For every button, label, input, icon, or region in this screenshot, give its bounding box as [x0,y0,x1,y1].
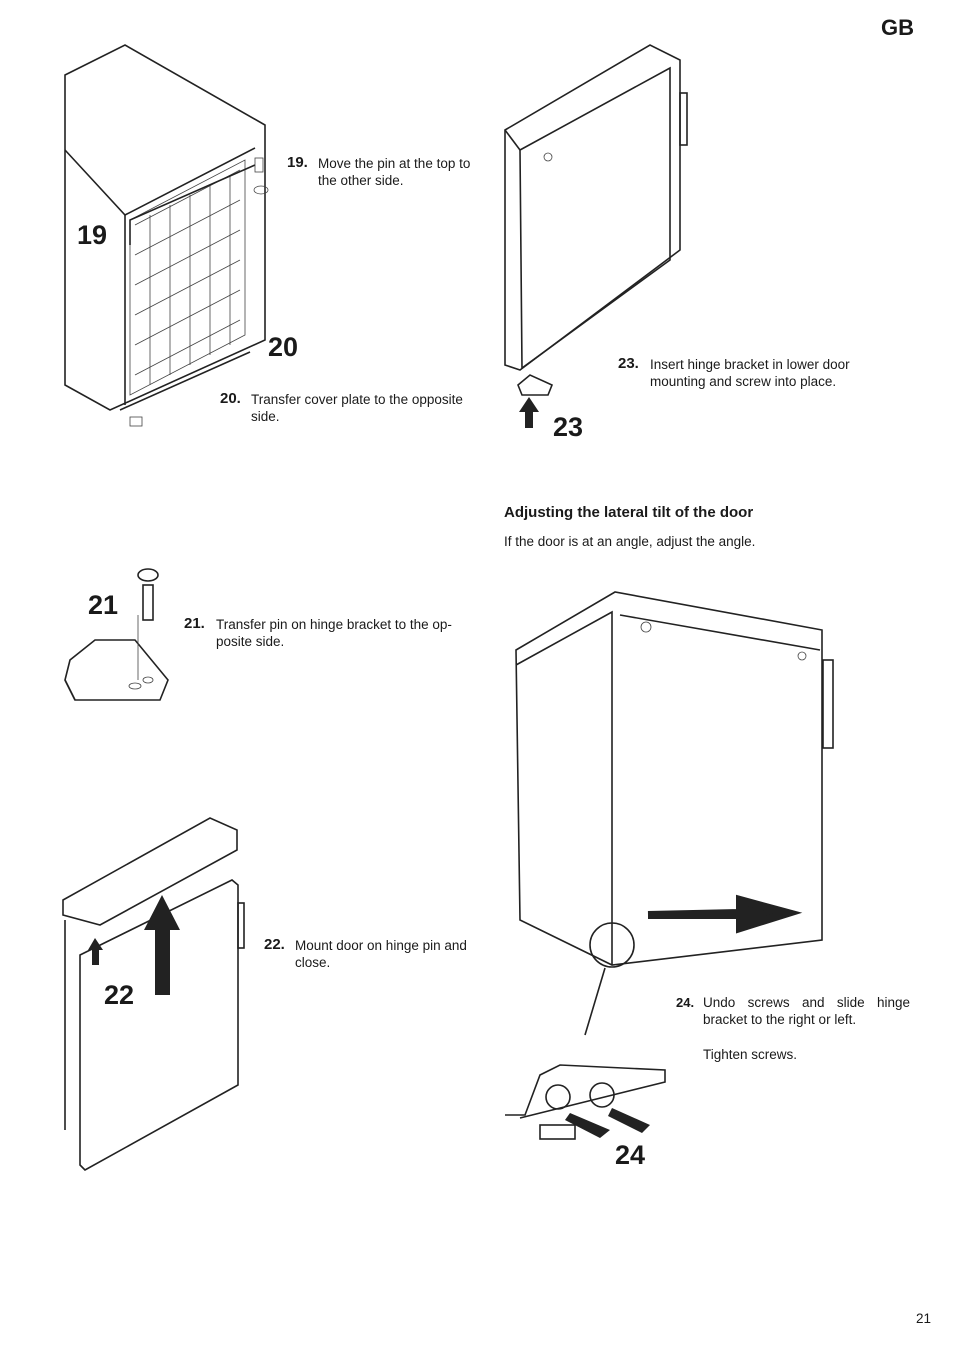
step-text: Transfer cover plate to the opposite sid… [251,392,463,424]
step-text: Undo screws and slide hinge bracket to t… [703,995,910,1027]
language-badge: GB [881,15,914,40]
step-24-label: 24 [615,1140,646,1170]
step-21: 21. Transfer pin on hinge bracket to the… [184,615,470,650]
step-23-label: 23 [553,412,584,442]
section-intro: If the door is at an angle, adjust the a… [504,534,756,549]
fridge-tilt-illustration [505,591,834,1140]
door-mount-illustration [62,817,245,1171]
step-number: 19. [287,154,308,171]
step-20-label: 20 [268,332,299,362]
step-number: 22. [264,936,285,953]
step-19: 19. Move the pin at the top to the other… [287,154,477,189]
step-24: 24. Undo screws and slide hinge bracket … [676,994,910,1063]
step-text: Mount door on hinge pin and close. [295,938,467,970]
step-text: Move the pin at the top to the other sid… [318,156,471,188]
step-22-label: 22 [104,980,135,1010]
step-22: 22. Mount door on hinge pin and close. [264,936,474,971]
step-text: Transfer pin on hinge bracket to the op-… [216,617,452,649]
step-23: 23. Insert hinge bracket in lower door m… [618,355,880,390]
step-text-2: Tighten screws. [703,1047,798,1062]
fridge-closed-illustration [504,44,688,428]
step-number: 21. [184,615,205,632]
step-number: 24. [676,995,695,1010]
step-20: 20. Transfer cover plate to the opposite… [220,390,470,425]
cabinet-open-illustration [64,44,269,427]
step-19-label: 19 [77,220,108,250]
step-21-label: 21 [88,590,119,620]
step-text: Insert hinge bracket in lower door mount… [650,357,850,389]
step-number: 23. [618,355,639,372]
page-number: 21 [916,1311,932,1326]
step-number: 20. [220,390,241,407]
section-heading: Adjusting the lateral tilt of the door [504,504,754,521]
hinge-bracket-illustration [64,568,169,701]
